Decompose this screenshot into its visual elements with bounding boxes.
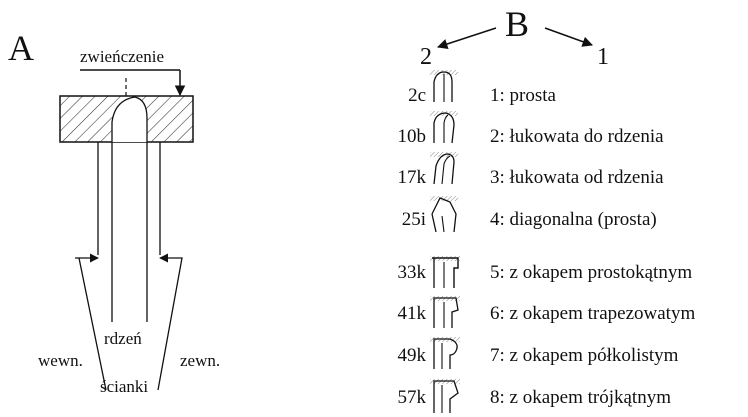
panel-a-letter: A bbox=[8, 28, 34, 68]
row-description: 3: łukowata od rdzenia bbox=[490, 167, 664, 188]
rim-profile-4 bbox=[430, 196, 458, 233]
row-code: 41k bbox=[397, 303, 427, 324]
rim-profile-8 bbox=[430, 379, 460, 413]
rim-profile-5 bbox=[430, 256, 460, 288]
row-code: 33k bbox=[397, 262, 427, 283]
panel-a-figure bbox=[59, 69, 194, 391]
row-code: 57k bbox=[397, 387, 427, 408]
row-description: 2: łukowata do rdzenia bbox=[490, 126, 664, 147]
row-description: 8: z okapem trójkątnym bbox=[490, 387, 671, 408]
row-code: 10b bbox=[397, 126, 427, 147]
row-description: 6: z okapem trapezowatym bbox=[490, 303, 696, 324]
rim-profile-2 bbox=[430, 111, 458, 144]
rim-profile-3 bbox=[430, 152, 458, 185]
label-rdzen: rdzeń bbox=[104, 329, 142, 348]
wall-outer-right bbox=[157, 257, 183, 391]
rim-profile-6 bbox=[430, 296, 460, 328]
rim-profile bbox=[111, 96, 148, 142]
rim-profile-7 bbox=[430, 337, 460, 369]
row-description: 5: z okapem prostokątnym bbox=[490, 262, 693, 283]
panel-b-letter: B bbox=[505, 4, 530, 44]
branch-arrow-right bbox=[544, 27, 593, 47]
branch-label-right: 1 bbox=[597, 44, 609, 70]
label-zewn: zewn. bbox=[180, 351, 221, 370]
rim-profiles bbox=[430, 70, 460, 413]
row-description: 1: prosta bbox=[490, 85, 556, 106]
row-code: 17k bbox=[397, 167, 427, 188]
row-code: 49k bbox=[397, 345, 427, 366]
label-zwienczenie: zwieńczenie bbox=[80, 47, 164, 66]
row-description: 7: z okapem półkolistym bbox=[490, 345, 679, 366]
panel-b-arrows bbox=[437, 27, 593, 50]
row-code: 25i bbox=[401, 209, 426, 230]
branch-arrow-left bbox=[437, 27, 497, 50]
row-description: 4: diagonalna (prosta) bbox=[490, 209, 657, 230]
label-scianki: ścianki bbox=[100, 377, 149, 396]
rim-profile-1 bbox=[430, 70, 458, 102]
row-code: 2c bbox=[408, 85, 426, 106]
label-wewn: wewn. bbox=[38, 351, 83, 370]
wall-outer-left bbox=[75, 257, 107, 391]
branch-label-left: 2 bbox=[420, 44, 432, 70]
